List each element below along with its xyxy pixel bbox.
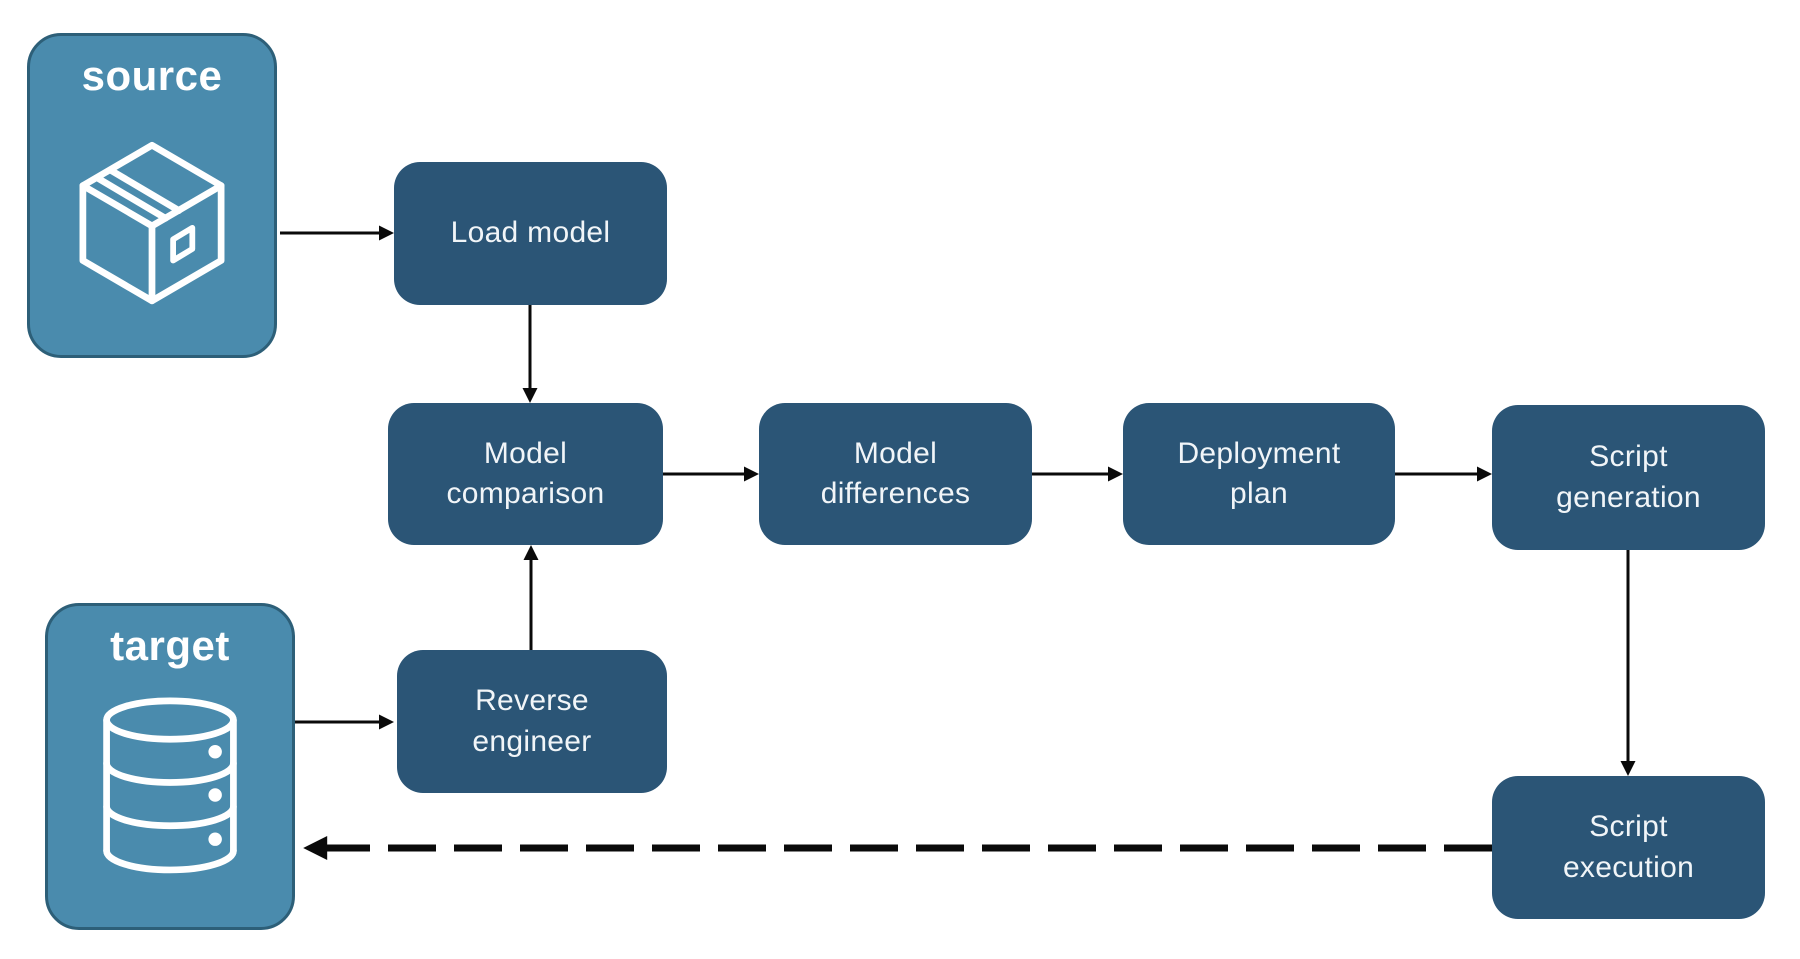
- node-script-execution: Script execution: [1492, 776, 1765, 919]
- database-icon: [103, 696, 237, 873]
- target-label: target: [110, 622, 230, 669]
- source-icon-wrap: [30, 100, 274, 355]
- target-icon-wrap: [48, 670, 292, 927]
- node-deployment-plan-label: Deployment plan: [1177, 436, 1341, 511]
- node-load-model-label: Load model: [450, 216, 611, 250]
- target-endpoint: target: [45, 603, 295, 930]
- node-model-differences: Model differences: [759, 403, 1032, 545]
- node-deployment-plan: Deployment plan: [1123, 403, 1395, 545]
- node-model-comparison-label: Model comparison: [446, 436, 605, 511]
- source-endpoint: source: [27, 33, 277, 358]
- node-reverse-engineer-label: Reverse engineer: [472, 684, 592, 758]
- node-model-comparison: Model comparison: [388, 403, 663, 545]
- node-model-differences-label: Model differences: [820, 436, 971, 511]
- node-load-model: Load model: [394, 162, 667, 305]
- node-script-generation: Script generation: [1492, 405, 1765, 550]
- node-reverse-engineer: Reverse engineer: [397, 650, 667, 793]
- package-icon: [79, 141, 225, 304]
- node-script-generation-label: Script generation: [1556, 440, 1701, 514]
- node-script-execution-label: Script execution: [1562, 810, 1695, 884]
- source-label: source: [81, 52, 223, 99]
